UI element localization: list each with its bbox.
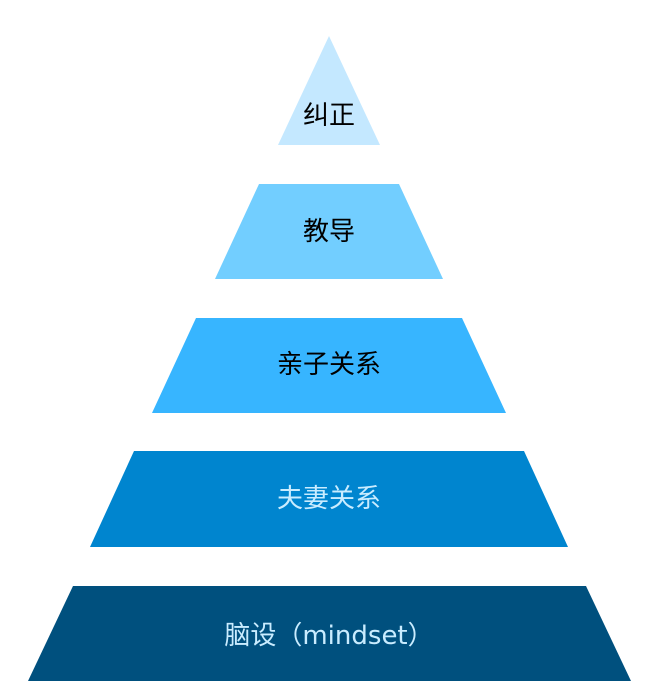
- tier-3: 亲子关系: [152, 318, 506, 413]
- tier-4-shape: [90, 451, 568, 547]
- tier-top: 纠正: [278, 36, 380, 145]
- tier-top-label: 纠正: [303, 101, 355, 131]
- tier-3-shape: [152, 318, 506, 413]
- tier-top-shape: [278, 36, 380, 145]
- tier-base-shape: [28, 586, 631, 681]
- tier-4: 夫妻关系: [90, 451, 568, 547]
- tier-2: 教导: [215, 184, 443, 279]
- tier-base: 脑设（mindset）: [28, 586, 631, 681]
- tier-3-label: 亲子关系: [277, 350, 381, 380]
- tier-base-label: 脑设（mindset）: [224, 621, 433, 651]
- tier-4-label: 夫妻关系: [277, 484, 381, 514]
- tier-2-shape: [215, 184, 443, 279]
- tier-2-label: 教导: [303, 217, 355, 247]
